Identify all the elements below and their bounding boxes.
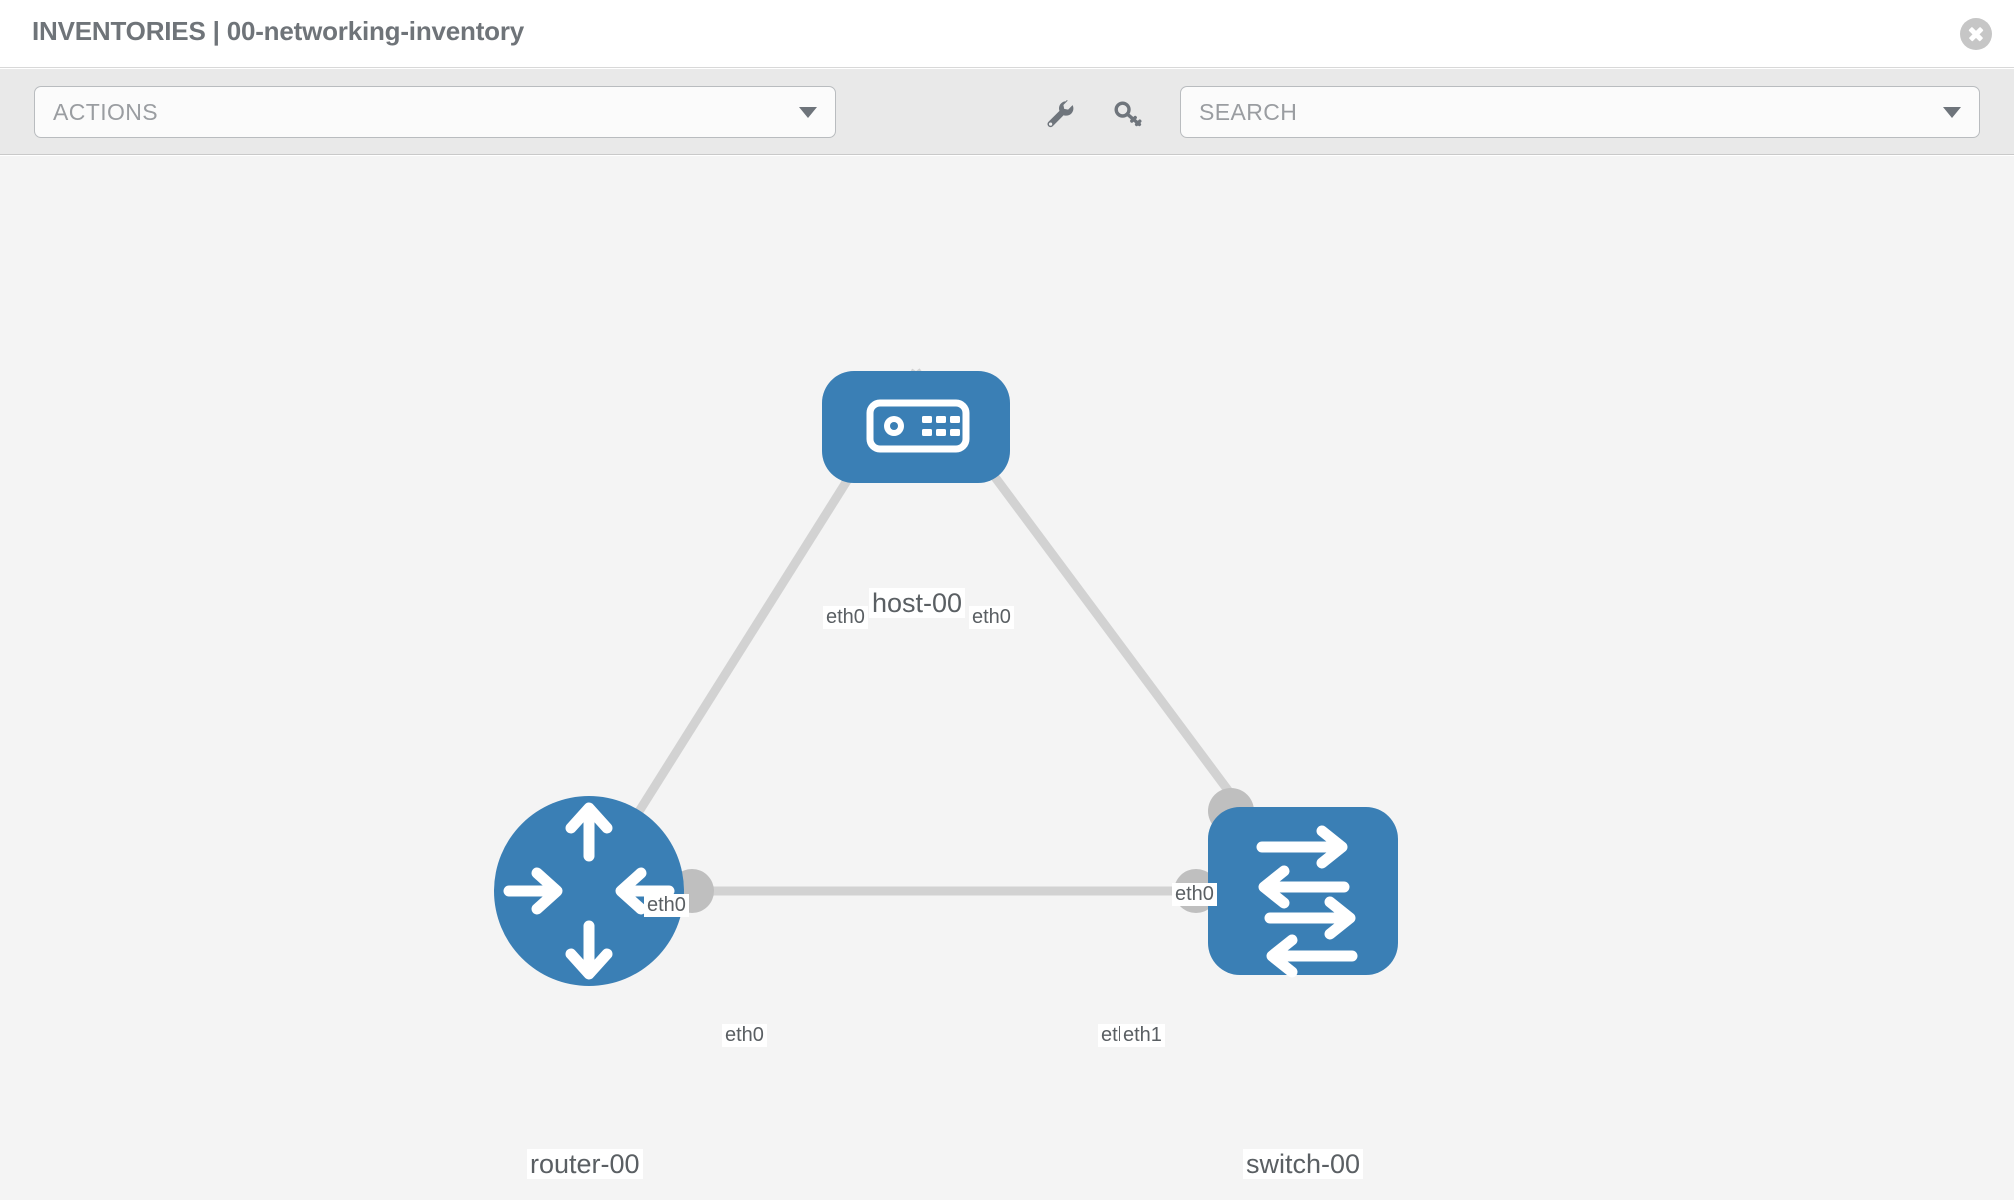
search-input-placeholder: SEARCH <box>1199 98 1298 125</box>
topology-graph <box>494 368 1398 986</box>
node-label-router-00: router-00 <box>527 1149 643 1180</box>
actions-dropdown[interactable]: ACTIONS <box>34 86 836 138</box>
router-icon <box>503 802 675 980</box>
topology-canvas[interactable]: eth0 host-00 eth0 eth0 eth0 eth0 eth0 et… <box>0 156 2014 1200</box>
toolbar: ACTIONS SEARCH <box>0 69 2014 155</box>
page-header: INVENTORIES | 00-networking-inventory <box>0 0 2014 68</box>
interface-label-router00-eth0-uplink: eth0 <box>644 894 689 917</box>
node-label-switch-00: switch-00 <box>1243 1149 1364 1180</box>
actions-dropdown-label: ACTIONS <box>53 98 159 125</box>
node-router-00[interactable] <box>494 796 684 986</box>
host-icon <box>866 399 970 453</box>
interface-label-host00-eth0-left: eth0 <box>823 606 868 629</box>
wrench-icon[interactable] <box>1040 95 1080 133</box>
chevron-down-icon <box>1943 106 1961 118</box>
switch-icon <box>1256 825 1358 978</box>
chevron-down-icon <box>799 106 817 118</box>
node-switch-00[interactable] <box>1208 807 1398 978</box>
page-title: INVENTORIES | 00-networking-inventory <box>32 16 525 46</box>
interface-label-switch00-eth0-uplink: eth0 <box>1172 883 1217 906</box>
node-label-host-00: host-00 <box>869 588 966 619</box>
interface-label-router00-eth0: eth0 <box>722 1024 767 1047</box>
key-icon[interactable] <box>1108 95 1148 133</box>
close-icon[interactable] <box>1960 18 1992 50</box>
interface-label-switch00-eth1: eth1 <box>1120 1024 1165 1047</box>
interface-label-host00-eth0-right: eth0 <box>969 606 1014 629</box>
search-input[interactable]: SEARCH <box>1180 86 1980 138</box>
node-host-00[interactable] <box>822 371 1010 483</box>
